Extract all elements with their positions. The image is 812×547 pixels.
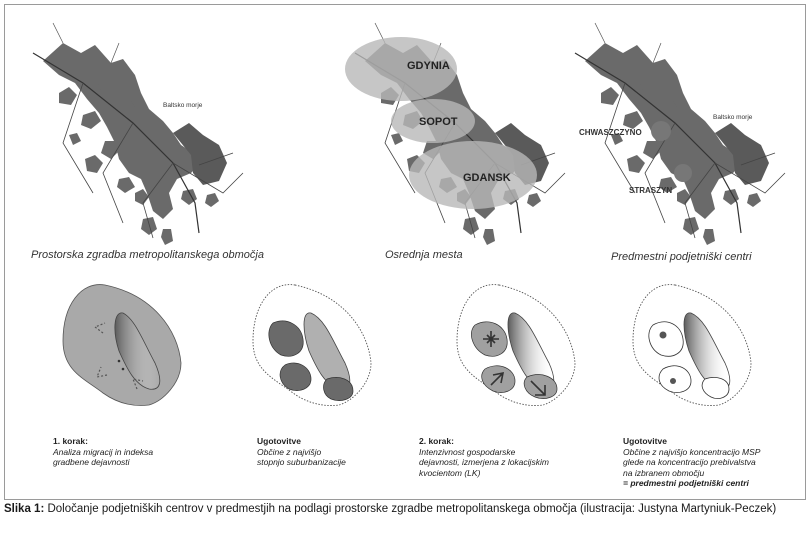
centre-straszyn xyxy=(674,164,692,182)
city-sopot: SOPOT xyxy=(419,116,458,128)
diagram-step1 xyxy=(62,284,182,406)
findings-1-title: Ugotovitve xyxy=(257,436,301,446)
ellipse-gdansk xyxy=(409,141,537,209)
step-1-title: 1. korak: xyxy=(53,436,88,446)
diagram-findings2 xyxy=(632,284,752,406)
sea-label-3: Baltsko morje xyxy=(713,114,753,121)
diagram-findings1 xyxy=(252,284,372,406)
findings-1-text: Ugotovitve Občine z najvišjo stopnjo sub… xyxy=(257,436,346,467)
map-spatial-structure: Baltsko morje xyxy=(32,22,244,246)
findings-2-title: Ugotovitve xyxy=(623,436,667,446)
city-gdansk: GDANSK xyxy=(463,172,511,184)
ellipse-sopot xyxy=(391,99,475,143)
map-suburban-centres: Baltsko morje CHWASZCZYNO STRASZYN xyxy=(574,22,786,246)
map-central-cities: GDYNIA SOPOT GDANSK xyxy=(345,22,566,246)
step-1-text: 1. korak: Analiza migracij in indeksa gr… xyxy=(53,436,154,467)
label-chwaszczyno: CHWASZCZYNO xyxy=(579,128,642,137)
diagram-step2 xyxy=(456,284,576,406)
figure-frame: Baltsko morje GDYNIA SOPOT GDANSK Baltsk… xyxy=(4,4,806,500)
sea-label-1: Baltsko morje xyxy=(163,102,203,109)
map-caption-2: Osrednja mesta xyxy=(385,249,463,261)
caption-text: Določanje podjetniških centrov v predmes… xyxy=(44,503,777,515)
figure-caption: Slika 1: Določanje podjetniških centrov … xyxy=(4,502,808,517)
label-straszyn: STRASZYN xyxy=(629,186,672,195)
centre-chwaszczyno xyxy=(651,121,671,141)
findings-2-result: = predmestni podjetniški centri xyxy=(623,478,749,488)
ellipse-gdynia xyxy=(345,37,457,101)
map-caption-3: Predmestni podjetniški centri xyxy=(611,251,752,263)
figure-artwork: Baltsko morje GDYNIA SOPOT GDANSK Baltsk… xyxy=(32,22,786,406)
city-gdynia: GDYNIA xyxy=(407,60,450,72)
step-2-text: 2. korak: Intenzivnost gospodarske dejav… xyxy=(419,436,549,478)
step-2-title: 2. korak: xyxy=(419,436,454,446)
findings-2-text: Ugotovitve Občine z najvišjo koncentraci… xyxy=(623,436,761,488)
map-caption-1: Prostorska zgradba metropolitanskega obm… xyxy=(31,249,264,261)
caption-label: Slika 1: xyxy=(4,503,45,515)
